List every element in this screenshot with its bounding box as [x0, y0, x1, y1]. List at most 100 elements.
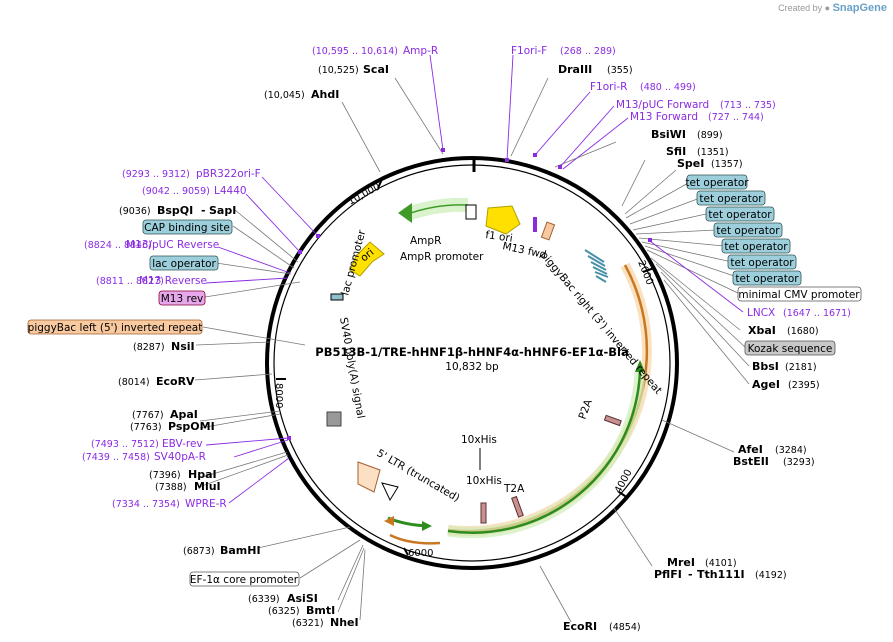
site-ecori-pos: (4854): [609, 622, 641, 633]
primer-f1ori-r-pos: (480 .. 499): [640, 82, 696, 93]
site-bsiwi-pos: (899): [697, 130, 723, 141]
orf-small-orange-arrowhead: [384, 516, 394, 526]
backbone-inner: [273, 164, 671, 562]
min-cmv-label: minimal CMV promoter: [738, 289, 860, 301]
site-bspqi-dash: -: [201, 204, 206, 217]
site-sfii: SfiI: [666, 145, 686, 158]
site-afei: AfeI: [738, 443, 763, 456]
site-scai: ScaI: [363, 63, 389, 76]
backbone-outer: [265, 156, 679, 570]
site-tth111i: Tth111I: [697, 568, 745, 581]
lac-operator-label: lac operator: [152, 258, 216, 270]
primer-pbr322-pos: (9293 .. 9312): [122, 169, 190, 180]
ori-arrow: [349, 241, 385, 277]
primer-ampr: Amp-R: [403, 45, 438, 57]
site-ahdi-pos: (10,045): [264, 90, 305, 101]
site-sfii-pos: (1351): [697, 147, 729, 158]
primer-pbr322: pBR322ori-F: [196, 168, 261, 180]
primer-f1ori-f: F1ori-F: [511, 45, 547, 57]
tet-operator-label-3: tet operator: [708, 209, 772, 221]
site-mlui: MluI: [194, 480, 221, 493]
site-mlui-pos: (7388): [155, 482, 187, 493]
ampr-arrowhead: [398, 203, 412, 223]
primer-ebv-rev-pos: (7493 .. 7512): [91, 439, 159, 450]
t2a-box: [511, 495, 524, 518]
primer-f1ori-r: F1ori-R: [590, 81, 627, 93]
site-hpai-pos: (7396): [149, 470, 181, 481]
primer-m13-rev: M13 Reverse: [139, 275, 207, 287]
site-nhei: NheI: [330, 616, 359, 629]
site-agei: AgeI: [752, 378, 780, 391]
scale-ticks: [276, 176, 655, 556]
orf-small-green-arrowhead: [422, 521, 432, 531]
primer-f1ori-f-pos: (268 .. 289): [560, 46, 616, 57]
primer-leader-lines: [205, 54, 744, 504]
his-box: [480, 502, 487, 524]
primer-m13puc-fwd-pos: (713 .. 735): [720, 100, 776, 111]
p2a-label: P2A: [577, 397, 595, 421]
primer-l4440: L4440: [214, 185, 247, 197]
site-pflfi: PflFI: [654, 568, 682, 581]
f1-ori-arrow: [485, 205, 521, 235]
tet-operator-label-1: tet operator: [685, 177, 749, 189]
site-afei-pos: (3284): [775, 445, 807, 456]
lac-promoter-box: [330, 293, 344, 301]
site-xbai: XbaI: [748, 324, 776, 337]
primer-ampr-pos: (10,595 .. 10,614): [312, 46, 398, 57]
pb-left-box: [27, 319, 203, 335]
lac-operator-box: [149, 255, 219, 271]
site-agei-pos: (2395): [788, 380, 820, 391]
orf-arrowhead-green: [635, 360, 645, 372]
snapgene-brand: Created by ● SnapGene: [778, 2, 887, 14]
m13-fwd-mark: [533, 217, 537, 232]
tet-operator-label-6: tet operator: [730, 257, 794, 269]
plasmid-name: PB513B-1/TRE-hHNF1β-hHNF4α-hHNF6-EF1α-Bl…: [315, 345, 628, 359]
brand-name: SnapGene: [832, 2, 887, 14]
primer-m13puc-rev-pos: (8824 .. 8846): [84, 240, 152, 251]
primer-m13-fwd: M13 Forward: [630, 111, 698, 123]
m13-rev-box: [158, 290, 206, 306]
orf-arc-green: [447, 369, 642, 534]
site-ecorv-pos: (8014): [118, 377, 150, 388]
site-bspqi: BspQI: [157, 204, 193, 217]
site-xbai-pos: (1680): [787, 326, 819, 337]
p2a-box: [603, 414, 622, 427]
primer-sv40pa-pos: (7439 .. 7458): [82, 452, 150, 463]
site-bamhi-pos: (6873): [183, 546, 215, 557]
primer-sv40pa: SV40pA-R: [154, 451, 206, 463]
kozak-label: Kozak sequence: [748, 343, 833, 355]
tick-label-6000: 6000: [408, 548, 433, 559]
tet-operator-boxes: tet operator tet operator tet operator t…: [685, 174, 802, 286]
site-asisi-pos: (6339): [248, 594, 280, 605]
site-bmti-pos: (6325): [268, 606, 300, 617]
primer-m13puc-fwd: M13/pUC Forward: [616, 99, 709, 111]
site-sapi: SapI: [209, 204, 236, 217]
site-pspomi-pos: (7763): [130, 422, 162, 433]
site-apai: ApaI: [170, 408, 198, 421]
primer-m13-fwd-pos: (727 .. 744): [708, 112, 764, 123]
brand-created-by: Created by: [778, 3, 823, 13]
tet-operator-label-5: tet operator: [724, 241, 788, 253]
site-pspomi: PspOMI: [168, 420, 215, 433]
primer-wpre-pos: (7334 .. 7354): [112, 499, 180, 510]
ampr-promoter-label: AmpR promoter: [400, 251, 484, 263]
orf-small-orange: [389, 533, 441, 545]
site-draiii: DraIII: [558, 63, 592, 76]
leader-lines: [194, 77, 750, 623]
primer-wpre: WPRE-R: [185, 498, 227, 510]
tick-label-8000: 8000: [273, 383, 284, 408]
primer-ebv-rev: EBV-rev: [162, 438, 203, 450]
ef1a-label: EF-1α core promoter: [190, 574, 299, 586]
ampr-promoter-box: [465, 204, 477, 220]
site-nhei-pos: (6321): [292, 618, 324, 629]
site-bsteii-pos: (3293): [783, 457, 815, 468]
site-pflfi-dash: -: [688, 568, 693, 581]
site-mrei: MreI: [667, 556, 695, 569]
his-label-2: 10xHis: [466, 475, 502, 487]
his-label-1: 10xHis: [461, 434, 497, 446]
plasmid-length: 10,832 bp: [445, 361, 499, 373]
site-bbsi-pos: (2181): [785, 362, 817, 373]
site-ecorv: EcoRV: [156, 375, 195, 388]
m13-rev-label: M13 rev: [161, 293, 204, 305]
